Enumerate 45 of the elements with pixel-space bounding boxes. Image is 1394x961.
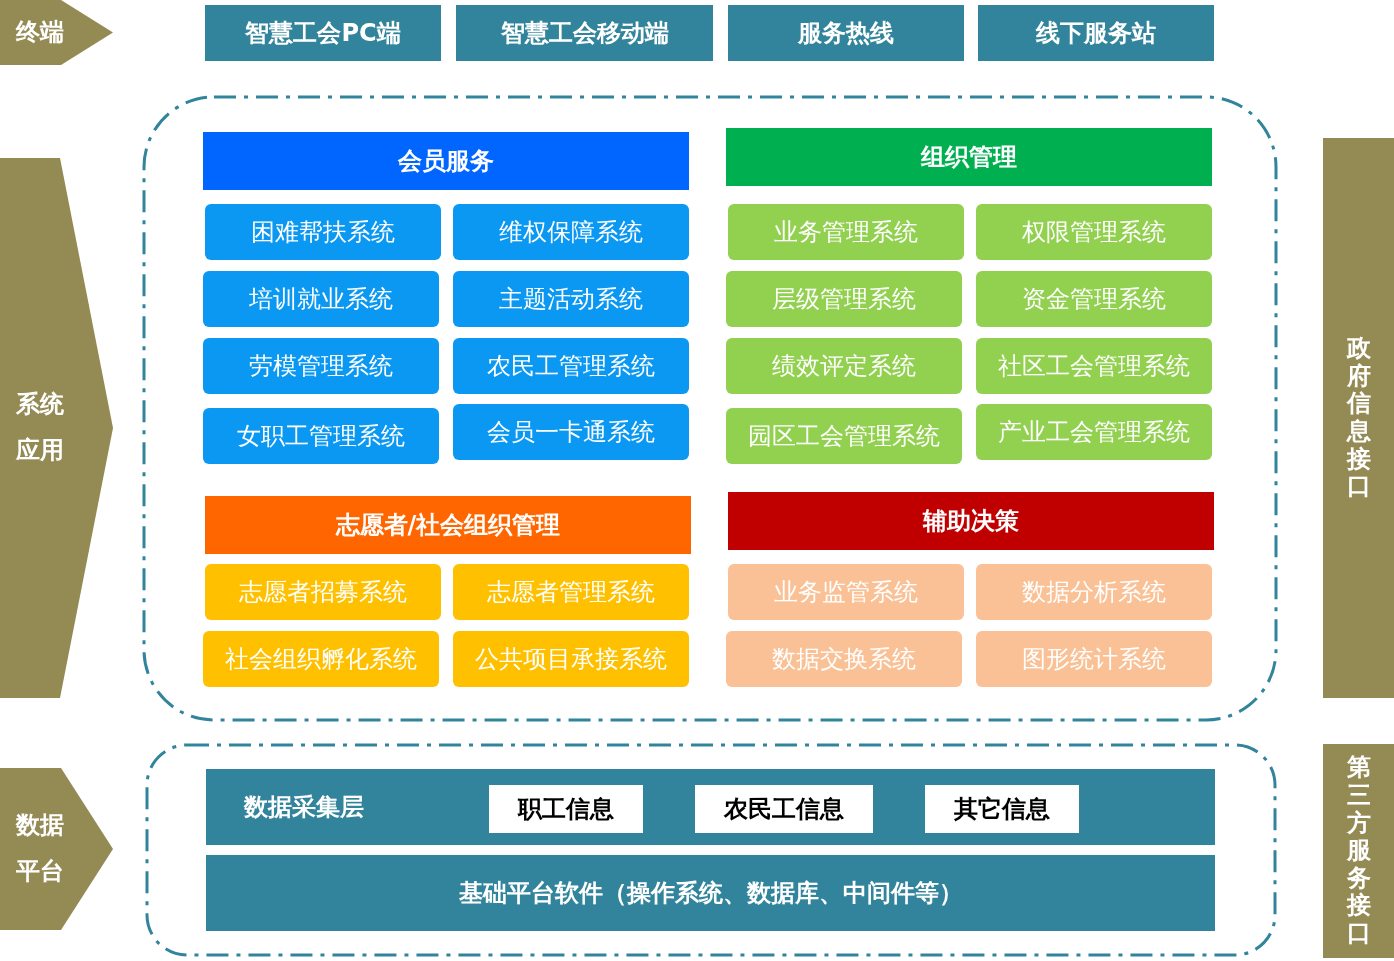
- layer-arrow: 终端: [0, 0, 113, 65]
- system-box: 社会组织孵化系统: [203, 631, 439, 687]
- band-label: 数据采集层: [244, 792, 364, 823]
- system-box: 数据交换系统: [726, 631, 962, 687]
- system-box: 业务管理系统: [728, 204, 964, 260]
- info-box: 农民工信息: [695, 785, 873, 833]
- system-box: 图形统计系统: [976, 631, 1212, 687]
- system-box: 公共项目承接系统: [453, 631, 689, 687]
- category-header: 会员服务: [203, 132, 689, 190]
- system-box: 维权保障系统: [453, 204, 689, 260]
- system-box: 志愿者招募系统: [205, 564, 441, 620]
- platform-band: 基础平台软件（操作系统、数据库、中间件等）: [206, 855, 1215, 931]
- terminal-box: 智慧工会PC端: [205, 5, 441, 61]
- layer-arrow: 数据平台: [0, 768, 113, 930]
- info-box: 其它信息: [925, 785, 1079, 833]
- platform-band: [206, 769, 1215, 845]
- category-header: 辅助决策: [728, 492, 1214, 550]
- system-box: 主题活动系统: [453, 271, 689, 327]
- system-box: 资金管理系统: [976, 271, 1212, 327]
- category-header: 志愿者/社会组织管理: [205, 496, 691, 554]
- system-box: 业务监管系统: [728, 564, 964, 620]
- system-box: 农民工管理系统: [453, 338, 689, 394]
- interface-bar: 第三方服务接口: [1323, 744, 1394, 958]
- system-box: 劳模管理系统: [203, 338, 439, 394]
- system-box: 层级管理系统: [726, 271, 962, 327]
- system-box: 会员一卡通系统: [453, 404, 689, 460]
- interface-bar: 政府信息接口: [1323, 138, 1394, 698]
- info-box: 职工信息: [489, 785, 643, 833]
- system-box: 社区工会管理系统: [976, 338, 1212, 394]
- terminal-box: 线下服务站: [978, 5, 1214, 61]
- layer-arrow: 系统应用: [0, 158, 113, 698]
- system-box: 权限管理系统: [976, 204, 1212, 260]
- terminal-box: 智慧工会移动端: [456, 5, 713, 61]
- system-box: 志愿者管理系统: [453, 564, 689, 620]
- system-box: 困难帮扶系统: [205, 204, 441, 260]
- system-box: 培训就业系统: [203, 271, 439, 327]
- category-header: 组织管理: [726, 128, 1212, 186]
- system-box: 女职工管理系统: [203, 408, 439, 464]
- terminal-box: 服务热线: [728, 5, 964, 61]
- system-box: 园区工会管理系统: [726, 408, 962, 464]
- dashed-region: [145, 743, 1277, 957]
- dashed-region: [142, 95, 1278, 722]
- system-box: 产业工会管理系统: [976, 404, 1212, 460]
- system-box: 数据分析系统: [976, 564, 1212, 620]
- system-box: 绩效评定系统: [726, 338, 962, 394]
